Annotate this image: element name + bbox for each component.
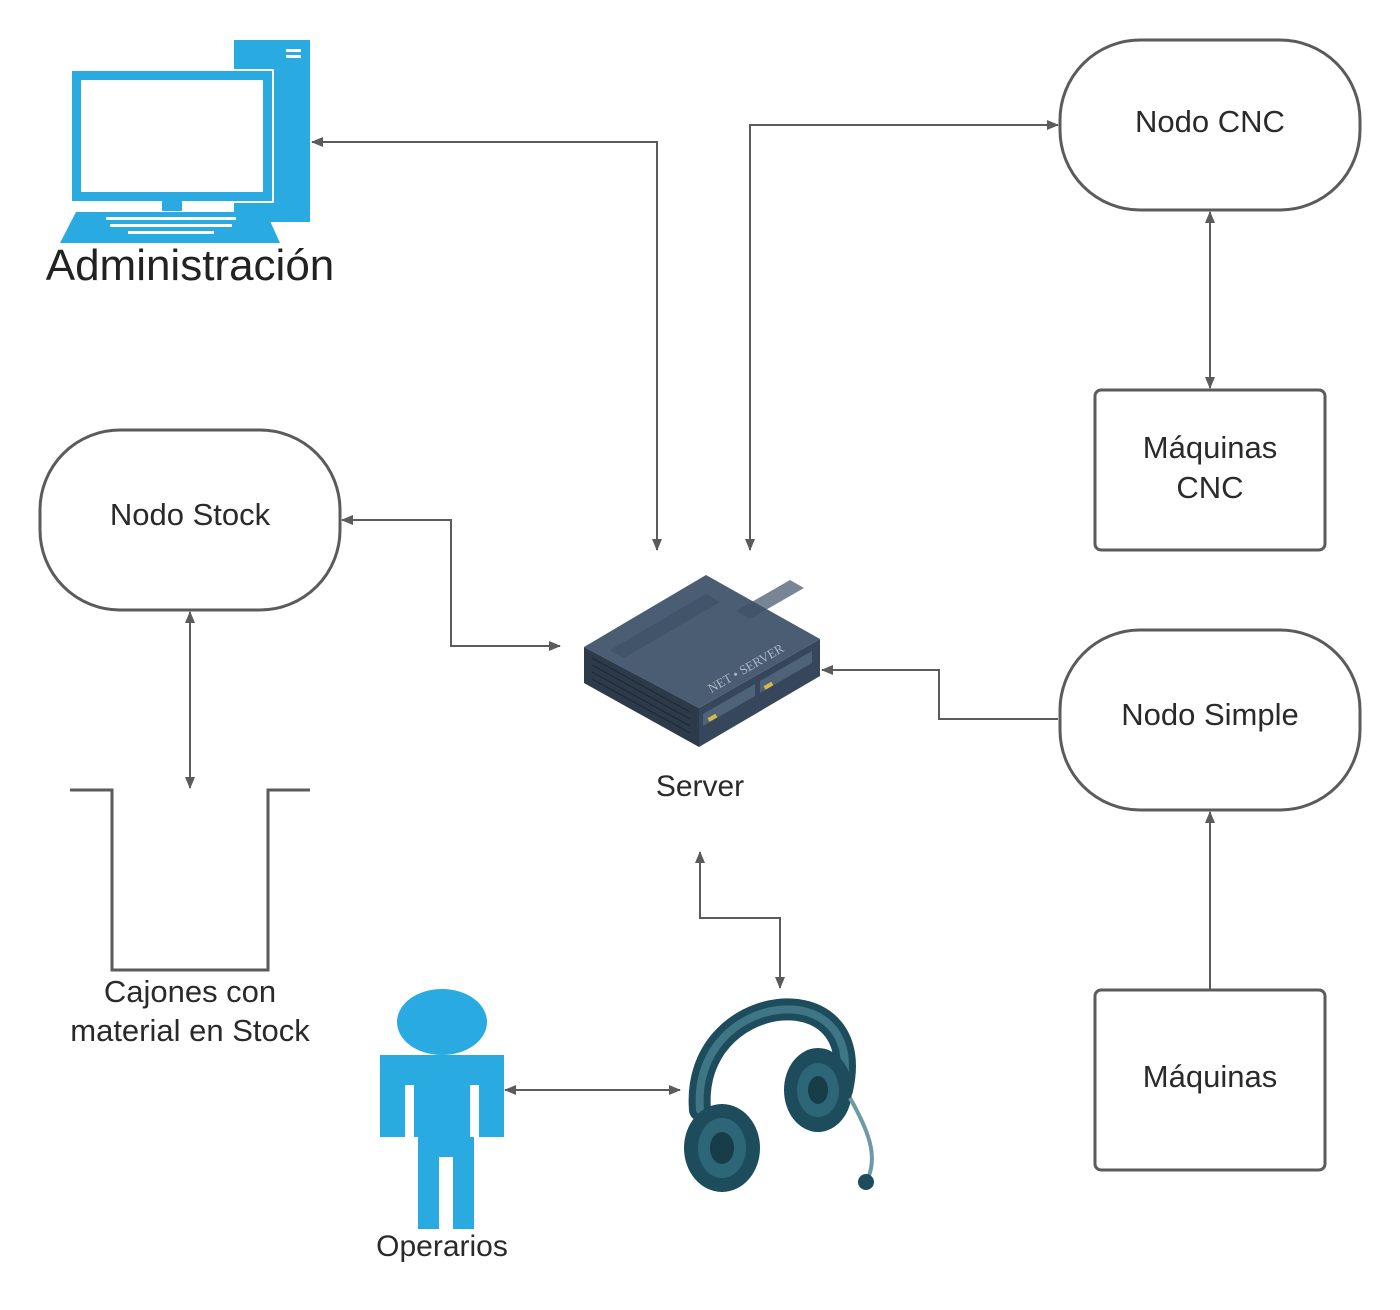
maquinas-label: Máquinas (1143, 1059, 1277, 1094)
nodo-stock-label: Nodo Stock (110, 497, 271, 532)
desktop-computer-icon (60, 40, 310, 243)
server-node: NET • SERVER Server (584, 575, 820, 803)
connector-nodo-stock-server (341, 515, 561, 651)
nodo-cnc-node: Nodo CNC (1058, 38, 1362, 212)
maquinas-cnc-label-line2: CNC (1176, 470, 1243, 505)
nodo-simple-label: Nodo Simple (1121, 697, 1298, 732)
nodo-simple-shape (1058, 628, 1362, 812)
connectors (185, 120, 1215, 1095)
operarios-label: Operarios (376, 1230, 508, 1263)
nodo-cnc-label: Nodo CNC (1135, 104, 1285, 139)
maquinas-cnc-node: Máquinas CNC (1093, 388, 1327, 552)
maquinas-cnc-shape (1093, 388, 1327, 552)
connector-server-headset (695, 851, 785, 989)
administracion-node: Administración (46, 40, 335, 290)
server-label: Server (656, 770, 744, 803)
person-icon (380, 989, 504, 1229)
connector-nodo-simple-server (821, 665, 1058, 720)
maquinas-shape (1093, 988, 1327, 1172)
cajones-shape (70, 788, 310, 972)
server-icon: NET • SERVER (584, 575, 820, 747)
cajones-label-line1: Cajones con (104, 974, 276, 1009)
nodo-stock-node: Nodo Stock (38, 428, 342, 612)
headset-icon (684, 998, 874, 1192)
nodo-stock-shape (38, 428, 342, 612)
cajones-label-line2: material en Stock (70, 1013, 310, 1048)
connector-server-nodo-cnc (745, 120, 1059, 551)
maquinas-cnc-label-line1: Máquinas (1143, 430, 1277, 465)
cajones-node: Cajones con material en Stock (70, 788, 310, 1048)
nodo-simple-node: Nodo Simple (1058, 628, 1362, 812)
administracion-label: Administración (46, 241, 335, 290)
nodo-cnc-shape (1058, 38, 1362, 212)
connector-admin-server (311, 137, 662, 551)
operarios-node: Operarios (376, 989, 508, 1263)
maquinas-node: Máquinas (1093, 988, 1327, 1172)
